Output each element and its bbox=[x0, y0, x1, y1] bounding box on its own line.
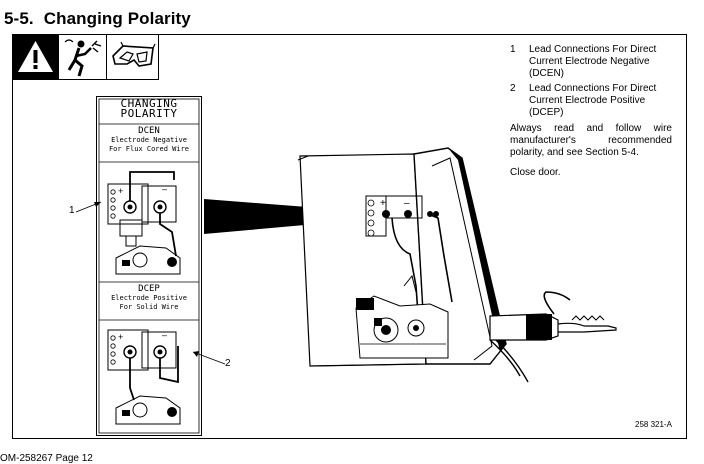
dcep-connection-diagram: + – bbox=[107, 329, 181, 425]
svg-text:–: – bbox=[162, 184, 167, 194]
dcep-label: DCEP Electrode Positive For Solid Wire bbox=[99, 285, 199, 312]
dcen-title: DCEN bbox=[138, 126, 160, 136]
magnification-wedge bbox=[204, 199, 372, 234]
dcen-line2: For Flux Cored Wire bbox=[108, 145, 190, 153]
svg-text:+: + bbox=[118, 186, 123, 196]
note-number: 2 bbox=[510, 83, 516, 94]
note-text: Lead Connections For Direct Current Elec… bbox=[529, 44, 657, 79]
svg-text:–: – bbox=[162, 330, 167, 340]
note-number: 1 bbox=[510, 44, 516, 55]
page-footer: OM-258267 Page 12 bbox=[0, 453, 93, 464]
dcen-line1: Electrode Negative bbox=[111, 136, 187, 144]
electric-shock-icon bbox=[59, 34, 107, 80]
figure-frame bbox=[12, 34, 687, 439]
section-heading: 5-5. Changing Polarity bbox=[4, 9, 191, 29]
panel-title-line2: POLARITY bbox=[120, 107, 178, 120]
note-item: 2 Lead Connections For Direct Current El… bbox=[510, 83, 672, 119]
dcen-connection-diagram: + – bbox=[107, 171, 181, 275]
svg-text:–: – bbox=[404, 198, 410, 209]
callout-1: 1 bbox=[69, 205, 75, 216]
panel-title-line1: CHANGING bbox=[120, 97, 178, 110]
dcen-label: DCEN Electrode Negative For Flux Cored W… bbox=[99, 127, 199, 154]
note-text: Lead Connections For Direct Current Elec… bbox=[529, 83, 657, 118]
polarity-instruction: Always read and follow wire manufacturer… bbox=[510, 123, 672, 158]
panel-title: CHANGING POLARITY bbox=[99, 97, 199, 120]
dcep-line2: For Solid Wire bbox=[119, 303, 179, 311]
dcep-line1: Electrode Positive bbox=[111, 294, 187, 302]
warning-triangle-icon bbox=[12, 34, 59, 80]
svg-text:+: + bbox=[118, 332, 123, 342]
callout-2: 2 bbox=[225, 358, 231, 369]
svg-text:+: + bbox=[380, 198, 386, 209]
section-title: Changing Polarity bbox=[43, 9, 191, 28]
section-number: 5-5. bbox=[4, 9, 34, 28]
note-item: 1 Lead Connections For Direct Current El… bbox=[510, 44, 672, 80]
safety-glasses-icon bbox=[107, 34, 159, 80]
dcep-title: DCEP bbox=[138, 284, 160, 294]
polarity-label-panel: + – + – bbox=[96, 96, 202, 436]
notes-block: 1 Lead Connections For Direct Current El… bbox=[510, 44, 672, 179]
machine-illustration: + – bbox=[75, 147, 617, 383]
close-door-instruction: Close door. bbox=[510, 167, 561, 178]
figure-number: 258 321-A bbox=[635, 420, 672, 429]
